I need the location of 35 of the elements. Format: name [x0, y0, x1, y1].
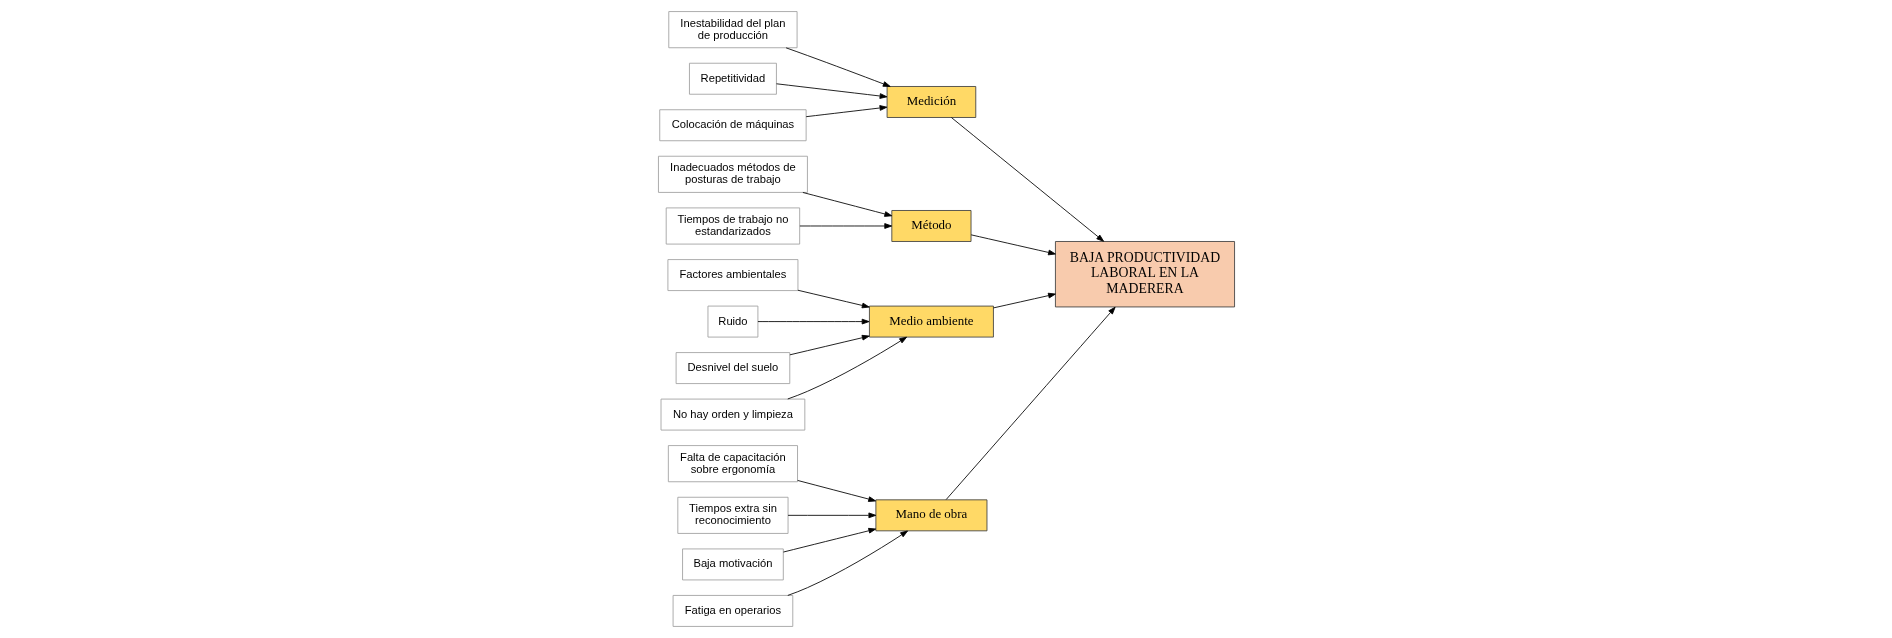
node-box: Desnivel del suelo	[675, 352, 790, 384]
arrow	[775, 83, 887, 99]
node-box: Inadecuados métodos de posturas de trabajo	[657, 155, 808, 193]
arrow	[950, 117, 1104, 242]
node-box: Factores ambientales	[667, 259, 798, 291]
arrow	[805, 105, 887, 118]
arrow	[801, 192, 892, 217]
node-box: Fatiga en operarios	[672, 595, 793, 627]
arrow	[970, 234, 1056, 256]
arrow	[786, 530, 908, 596]
node-box: Tiempos extra sin reconocimiento	[676, 496, 788, 534]
node-box: BAJA PRODUCTIVIDAD LABORAL EN LA MADERERA	[1054, 241, 1235, 308]
node-box: Medio ambiente	[868, 305, 994, 338]
node-box: Mano de obra	[874, 499, 987, 532]
arrow	[757, 318, 869, 325]
node-box: Colocación de máquinas	[658, 109, 807, 142]
node-box: No hay orden y limpieza	[660, 398, 805, 431]
arrow	[789, 334, 870, 356]
node-box: Medición	[886, 86, 976, 118]
node-box: Tiempos de trabajo no estandarizados	[665, 207, 800, 245]
arrow	[798, 223, 892, 229]
node-box: Inestabilidad del plan de producción	[667, 11, 797, 49]
arrow	[785, 47, 891, 87]
arrow	[782, 527, 876, 553]
arrow	[786, 336, 907, 400]
node-box: Ruido	[707, 305, 758, 338]
arrow	[945, 306, 1116, 500]
arrow	[992, 292, 1056, 309]
node-box: Método	[890, 210, 971, 242]
node-box: Repetitividad	[688, 62, 777, 95]
node-box: Baja motivación	[681, 548, 784, 581]
arrow	[796, 480, 876, 502]
arrow	[787, 512, 876, 519]
arrow	[797, 289, 870, 309]
node-box: Falta de capacitación sobre ergonomía	[667, 445, 798, 483]
